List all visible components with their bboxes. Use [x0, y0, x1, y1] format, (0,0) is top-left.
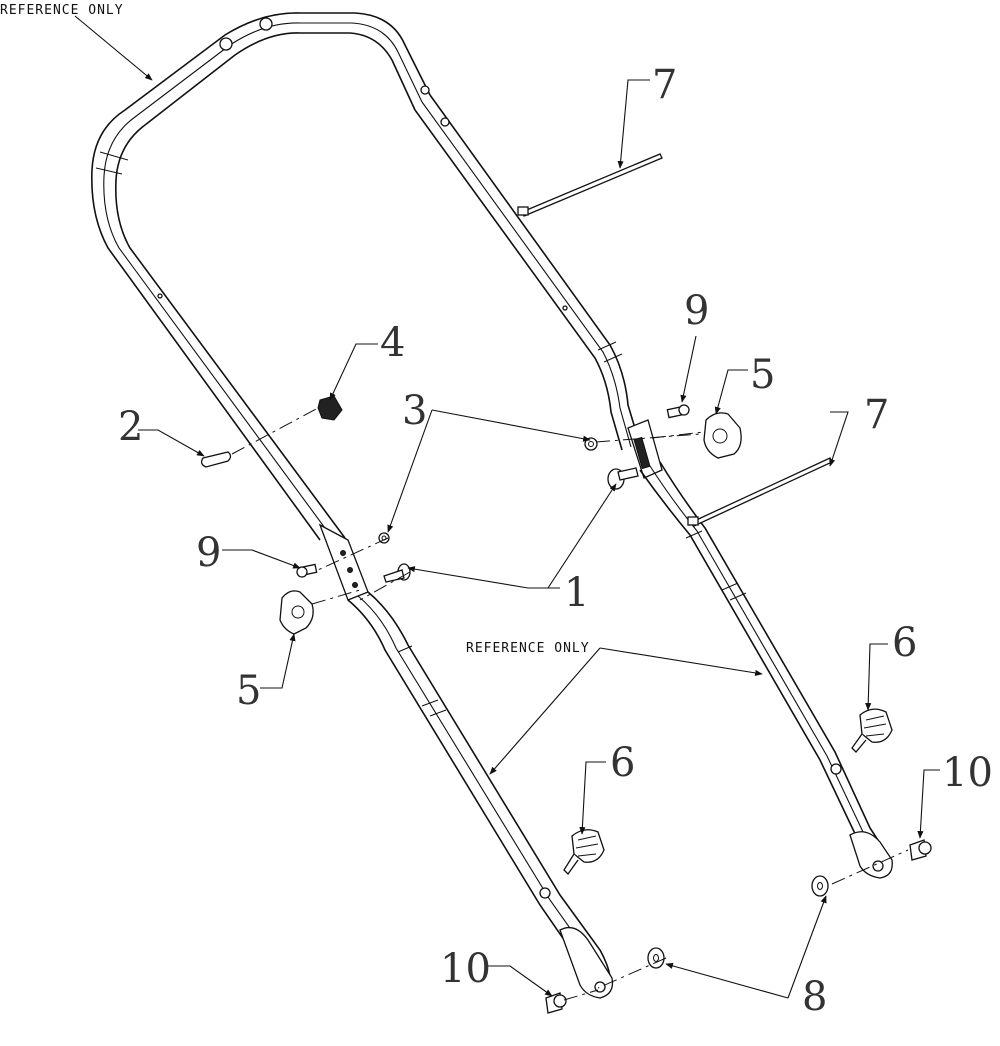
shoulder-bolt-left [545, 992, 567, 1014]
callout-5-left: 5 [236, 668, 261, 714]
shoulder-bolt-right [909, 839, 932, 861]
callout-7-top: 7 [652, 62, 677, 108]
washer-left [647, 947, 665, 969]
lower-handle [347, 461, 893, 999]
alignment-lines [231, 407, 909, 1001]
callout-5-right: 5 [750, 352, 775, 398]
washer-right [811, 875, 829, 897]
callout-10-right: 10 [942, 750, 993, 796]
carriage-bolt-upper [607, 467, 639, 490]
carriage-bolt-lower [383, 563, 411, 583]
callout-4: 4 [380, 320, 405, 366]
callout-3: 3 [402, 388, 427, 434]
callout-9-left: 9 [196, 530, 221, 576]
leader-lines [74, 15, 940, 999]
bolt-right [666, 404, 690, 419]
knob-right [703, 412, 742, 459]
reference-only-note-top: REFERENCE ONLY [0, 3, 124, 18]
pin [200, 451, 232, 468]
cam-knob-left [563, 829, 605, 876]
reference-only-note-lower: REFERENCE ONLY [466, 641, 590, 656]
callout-6-left: 6 [610, 740, 635, 786]
bolt-left [296, 563, 318, 578]
callout-10-left: 10 [440, 946, 491, 992]
callout-6-right: 6 [892, 620, 917, 666]
upper-handle [91, 12, 663, 601]
callout-9-right: 9 [684, 288, 709, 334]
cable-tie-upper [517, 153, 663, 217]
callout-8: 8 [802, 974, 827, 1020]
cam-knob-right [851, 708, 893, 753]
callout-7-mid: 7 [864, 392, 889, 438]
callout-1: 1 [564, 570, 589, 616]
knob-left [279, 590, 314, 635]
cable-tie-lower [687, 457, 833, 527]
callout-2: 2 [118, 404, 143, 450]
